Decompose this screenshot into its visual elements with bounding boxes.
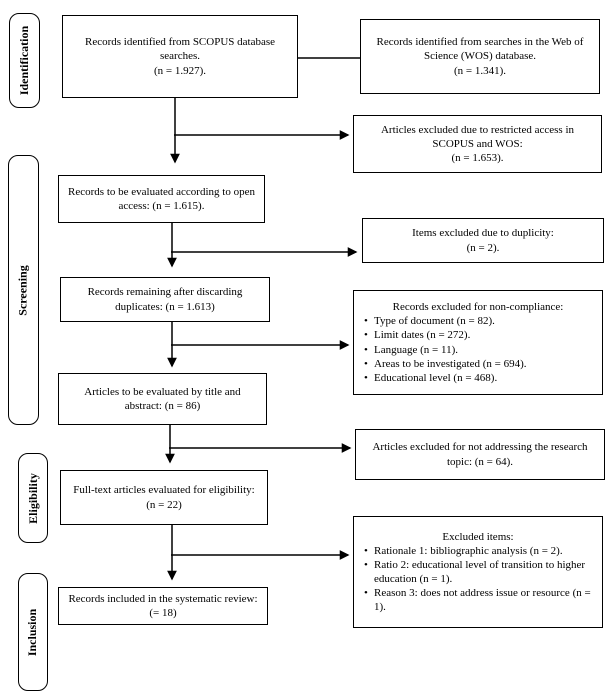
box-wos-text: Records identified from searches in the … xyxy=(376,36,584,63)
box-noncompliance-title: Records excluded for non-compliance: xyxy=(392,301,564,314)
stage-screening-label: Screening xyxy=(16,264,31,316)
stage-screening: Screening xyxy=(8,155,39,425)
box-restricted-text: Articles excluded due to restricted acce… xyxy=(380,123,575,150)
stage-inclusion: Inclusion xyxy=(18,573,48,691)
box-fulltext-count: (n = 22) xyxy=(146,498,182,511)
noncompliance-list: Type of document (n = 82). Limit dates (… xyxy=(361,314,595,384)
stage-identification-label: Identification xyxy=(17,25,31,96)
box-duplicity-text: Items excluded due to duplicity: xyxy=(412,227,554,240)
box-open-access-text: Records to be evaluated according to ope… xyxy=(68,185,255,212)
box-not-addressing: Articles excluded for not addressing the… xyxy=(355,429,605,480)
box-open-access: Records to be evaluated according to ope… xyxy=(58,175,265,223)
list-item: Ratio 2: educational level of transition… xyxy=(361,558,595,586)
stage-identification: Identification xyxy=(9,13,40,108)
list-item: Language (n = 11). xyxy=(361,343,595,357)
excluded-items-list: Rationale 1: bibliographic analysis (n =… xyxy=(361,544,595,614)
box-restricted-access: Articles excluded due to restricted acce… xyxy=(353,115,602,173)
list-item: Reason 3: does not address issue or reso… xyxy=(361,586,595,614)
list-item: Type of document (n = 82). xyxy=(361,314,595,328)
box-title-abstract-text: Articles to be evaluated by title and ab… xyxy=(84,385,241,412)
list-item: Rationale 1: bibliographic analysis (n =… xyxy=(361,544,595,558)
box-noncompliance: Records excluded for non-compliance: Typ… xyxy=(353,290,603,395)
box-scopus-count: (n = 1.927). xyxy=(153,64,207,77)
box-scopus-text: Records identified from SCOPUS database … xyxy=(84,36,276,63)
box-duplicity: Items excluded due to duplicity: (n = 2)… xyxy=(362,218,604,263)
box-included-text: Records included in the systematic revie… xyxy=(68,592,258,619)
stage-inclusion-label: Inclusion xyxy=(25,608,40,656)
box-fulltext: Full-text articles evaluated for eligibi… xyxy=(60,470,268,525)
box-scopus-records: Records identified from SCOPUS database … xyxy=(62,15,298,98)
box-duplicity-count: (n = 2). xyxy=(466,241,500,254)
list-item: Limit dates (n = 272). xyxy=(361,328,595,342)
list-item: Educational level (n = 468). xyxy=(361,371,595,385)
box-excluded-items: Excluded items: Rationale 1: bibliograph… xyxy=(353,516,603,628)
stage-eligibility: Eligibility xyxy=(18,453,48,543)
box-excluded-items-title: Excluded items: xyxy=(442,530,514,543)
box-title-abstract: Articles to be evaluated by title and ab… xyxy=(58,373,267,425)
box-deduped: Records remaining after discarding dupli… xyxy=(60,277,270,322)
box-not-addressing-text: Articles excluded for not addressing the… xyxy=(372,441,588,468)
box-fulltext-text: Full-text articles evaluated for eligibi… xyxy=(73,484,255,497)
stage-eligibility-label: Eligibility xyxy=(25,472,40,524)
box-wos-count: (n = 1.341). xyxy=(453,64,507,77)
list-item: Areas to be investigated (n = 694). xyxy=(361,357,595,371)
box-deduped-text: Records remaining after discarding dupli… xyxy=(87,286,243,313)
box-wos-records: Records identified from searches in the … xyxy=(360,19,600,94)
box-restricted-count: (n = 1.653). xyxy=(451,152,504,165)
box-included: Records included in the systematic revie… xyxy=(58,587,268,625)
